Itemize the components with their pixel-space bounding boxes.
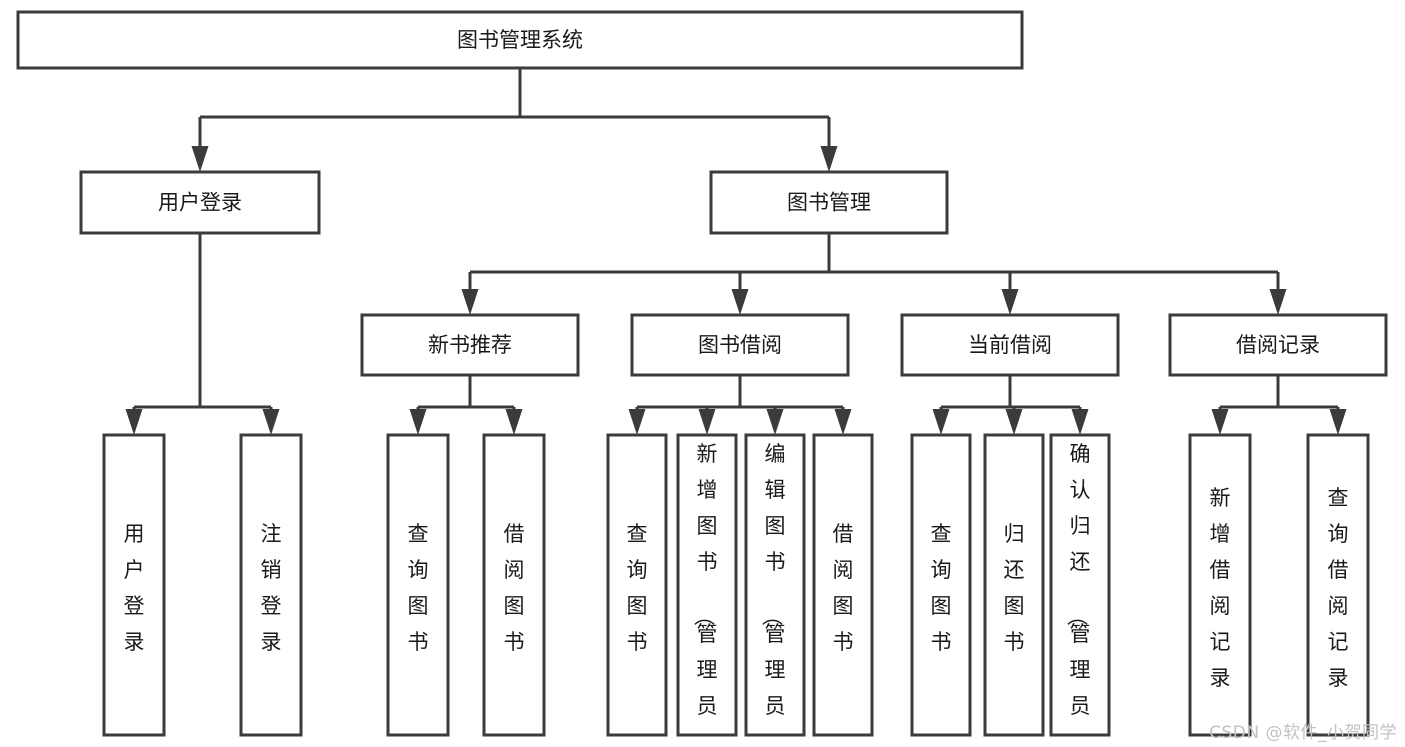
node-label: 用户登录 [124,522,145,654]
node-label: 归还图书 [1004,522,1025,654]
connector-group [409,375,523,435]
node-box[interactable] [744,433,806,737]
tree-node-leaf-logout[interactable]: 注销登录 [239,433,303,737]
node-label: 新增图书（管理员） [692,442,718,747]
node-box[interactable] [676,433,738,737]
arrow-head-icon [409,409,427,435]
node-box[interactable] [16,10,1024,70]
tree-node-leaf-login[interactable]: 用户登录 [102,433,166,737]
connector-group [932,375,1089,435]
tree-node-leaf-bo-q[interactable]: 查询图书 [606,433,668,737]
tree-node-leaf-bo-ed[interactable]: 编辑图书（管理员） [744,433,806,747]
arrow-head-icon [628,409,646,435]
node-label: 图书管理 [787,191,871,215]
node-label: 借阅记录 [1236,333,1320,357]
arrow-head-icon [191,146,209,172]
node-box[interactable] [910,433,972,737]
arrow-head-icon [1071,409,1089,435]
node-label: 用户登录 [158,191,242,215]
node-label: 注销登录 [261,522,282,654]
arrow-head-icon [766,409,784,435]
node-label: 查询图书 [931,522,952,654]
tree-node-leaf-bo-bw[interactable]: 借阅图书 [812,433,874,737]
tree-node-leaf-re-q[interactable]: 查询借阅记录 [1306,433,1370,737]
node-label: 新书推荐 [428,333,512,357]
tree-node-records[interactable]: 借阅记录 [1168,313,1388,377]
connector-group [1211,375,1347,435]
tree-node-current[interactable]: 当前借阅 [900,313,1120,377]
node-box[interactable] [983,433,1045,737]
node-box[interactable] [482,433,546,737]
node-box[interactable] [1306,433,1370,737]
node-box[interactable] [386,433,450,737]
node-box[interactable] [900,313,1120,377]
connector-layer [125,68,1347,435]
tree-node-newbook[interactable]: 新书推荐 [360,313,580,377]
node-box[interactable] [1049,433,1111,737]
node-label: 新增借阅记录 [1210,486,1231,690]
connector-group [461,233,1287,315]
node-box[interactable] [79,170,321,235]
connector-group [628,375,852,435]
node-label: 图书借阅 [698,333,782,357]
connector-group [191,68,838,172]
node-box[interactable] [360,313,580,377]
tree-node-leaf-cu-r[interactable]: 归还图书 [983,433,1045,737]
node-box[interactable] [1188,433,1252,737]
arrow-head-icon [932,409,950,435]
node-label: 借阅图书 [833,522,854,654]
node-box[interactable] [1168,313,1388,377]
arrow-head-icon [125,409,143,435]
arrow-head-icon [505,409,523,435]
tree-node-leaf-bo-add[interactable]: 新增图书（管理员） [676,433,738,747]
arrow-head-icon [834,409,852,435]
node-layer: 图书管理系统用户登录图书管理新书推荐图书借阅当前借阅借阅记录用户登录注销登录查询… [16,10,1388,747]
arrow-head-icon [1329,409,1347,435]
arrow-head-icon [1005,409,1023,435]
node-label: 编辑图书（管理员） [760,442,786,747]
tree-node-leaf-re-add[interactable]: 新增借阅记录 [1188,433,1252,737]
tree-node-leaf-cu-q[interactable]: 查询图书 [910,433,972,737]
node-box[interactable] [239,433,303,737]
node-box[interactable] [630,313,850,377]
arrow-head-icon [820,146,838,172]
tree-node-leaf-nb-q[interactable]: 查询图书 [386,433,450,737]
watermark-label: CSDN @软件_小贺同学 [1209,723,1397,743]
arrow-head-icon [1001,289,1019,315]
tree-node-login[interactable]: 用户登录 [79,170,321,235]
arrow-head-icon [1211,409,1229,435]
node-box[interactable] [606,433,668,737]
node-label: 当前借阅 [968,333,1052,357]
node-label: 图书管理系统 [457,28,583,52]
node-box[interactable] [812,433,874,737]
arrow-head-icon [1269,289,1287,315]
arrow-head-icon [461,289,479,315]
node-label: 查询借阅记录 [1328,486,1349,690]
node-box[interactable] [709,170,949,235]
node-label: 确认归还（管理员） [1065,442,1091,747]
tree-node-root[interactable]: 图书管理系统 [16,10,1024,70]
tree-node-bookmgmt[interactable]: 图书管理 [709,170,949,235]
node-label: 查询图书 [408,522,429,654]
node-label: 借阅图书 [504,522,525,654]
node-label: 查询图书 [627,522,648,654]
tree-node-leaf-nb-b[interactable]: 借阅图书 [482,433,546,737]
arrow-head-icon [731,289,749,315]
node-box[interactable] [102,433,166,737]
tree-node-leaf-cu-c[interactable]: 确认归还（管理员） [1049,433,1111,747]
connector-group [125,233,280,435]
arrow-head-icon [698,409,716,435]
arrow-head-icon [262,409,280,435]
tree-node-borrow[interactable]: 图书借阅 [630,313,850,377]
